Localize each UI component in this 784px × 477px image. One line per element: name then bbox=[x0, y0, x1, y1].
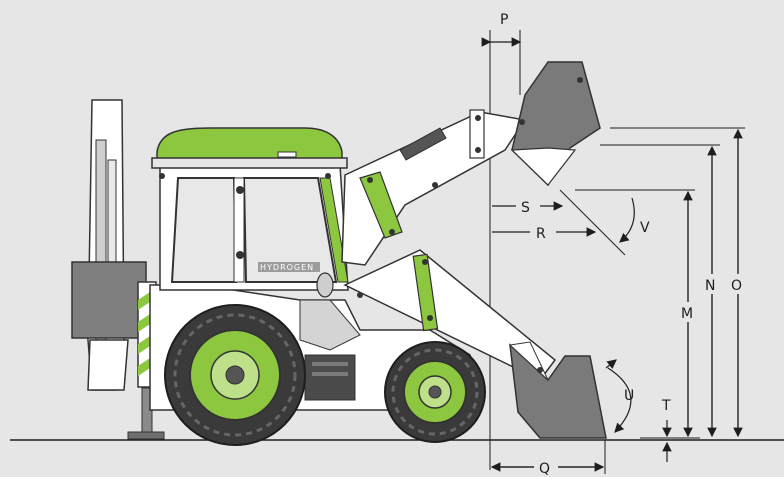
label-T: T bbox=[661, 398, 671, 414]
loader-arm-lowered bbox=[343, 249, 557, 381]
label-M: M bbox=[681, 306, 693, 322]
loader-arm-raised bbox=[341, 109, 527, 266]
bucket-lowered bbox=[508, 341, 607, 439]
cab-roof bbox=[151, 127, 348, 179]
label-S: S bbox=[521, 200, 530, 216]
label-V: V bbox=[640, 220, 650, 236]
cab: HYDROGEN bbox=[159, 164, 349, 298]
engine-panel bbox=[304, 354, 356, 401]
label-U: U bbox=[624, 388, 634, 404]
label-N: N bbox=[705, 278, 715, 294]
backhoe-arm bbox=[87, 99, 129, 391]
label-Q: Q bbox=[539, 461, 550, 477]
backhoe-loader: HYDROGEN bbox=[71, 61, 607, 446]
label-R: R bbox=[536, 226, 546, 242]
label-P: P bbox=[500, 12, 508, 28]
cab-logo: HYDROGEN bbox=[260, 263, 314, 272]
stabilizer-box bbox=[71, 261, 147, 339]
rear-wheel bbox=[164, 304, 306, 446]
front-wheel bbox=[384, 341, 486, 443]
label-O: O bbox=[731, 278, 742, 294]
bucket-raised bbox=[510, 61, 601, 187]
